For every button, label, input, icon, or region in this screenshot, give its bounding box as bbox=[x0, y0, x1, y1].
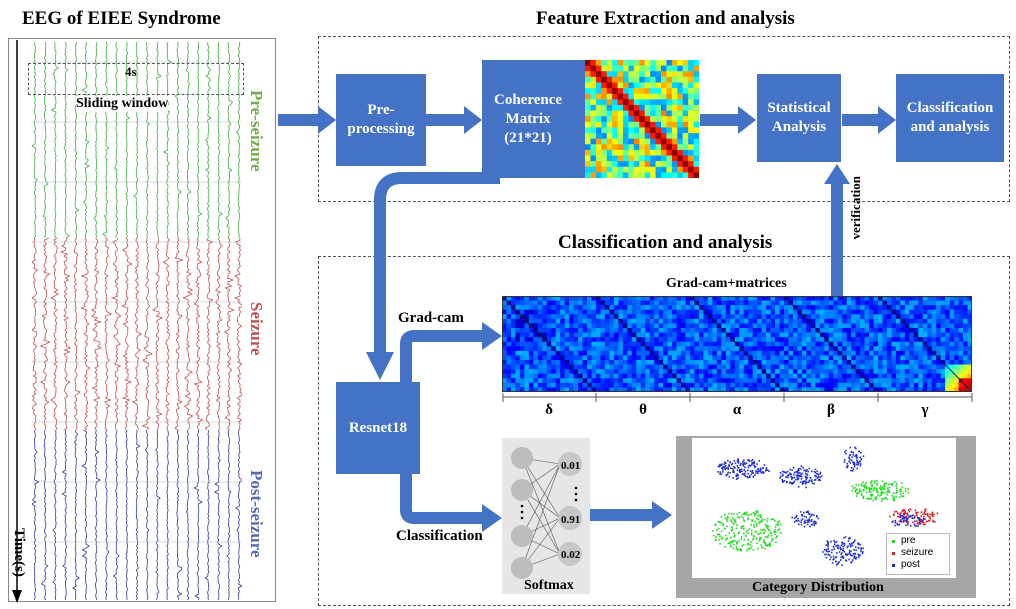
class-section-box bbox=[318, 256, 1010, 606]
softmax-value-1: 0.01 bbox=[561, 460, 581, 472]
verification-label: verification bbox=[848, 176, 863, 240]
legend-dot-seizure bbox=[892, 552, 895, 555]
arrow-coherence-to-resnet bbox=[366, 172, 500, 380]
legend-dot-post bbox=[892, 564, 895, 567]
time-axis-label: Time(s) bbox=[11, 528, 27, 577]
eeg-panel-title: EEG of EIEE Syndrome bbox=[22, 8, 221, 29]
gradcam-matrices-label: Grad-cam+matrices bbox=[666, 276, 787, 291]
input-arrow bbox=[278, 106, 336, 134]
band-label-alpha: α bbox=[732, 402, 742, 418]
feature-section-title: Feature Extraction and analysis bbox=[536, 8, 795, 29]
arrow-statistical-to-classification bbox=[842, 106, 896, 134]
preprocessing-label: Pre- processing bbox=[347, 102, 415, 137]
resnet18-box: Resnet18 bbox=[336, 382, 420, 474]
classification-label: Classification bbox=[396, 528, 483, 544]
eeg-traces bbox=[32, 42, 242, 601]
phase-label-seizure: Seizure bbox=[247, 302, 266, 356]
band-bracket bbox=[502, 393, 973, 402]
legend-label-seizure: seizure bbox=[901, 547, 934, 558]
gradcam-label: Grad-cam bbox=[398, 310, 464, 326]
verification-arrow bbox=[824, 164, 850, 298]
legend-label-pre: pre bbox=[901, 535, 916, 546]
arrow-resnet-to-softmax bbox=[400, 474, 502, 532]
resnet18-label: Resnet18 bbox=[348, 419, 408, 436]
classification-analysis-box: Classification and analysis bbox=[896, 74, 1004, 162]
gradcam-matrices-image bbox=[502, 296, 972, 392]
legend-dot-pre bbox=[892, 540, 895, 543]
band-label-gamma: γ bbox=[921, 402, 929, 418]
arrow-preprocessing-to-coherence bbox=[426, 106, 482, 134]
arrow-coherence-to-statistical bbox=[700, 106, 756, 134]
classification-analysis-label: Classification and analysis bbox=[906, 100, 994, 135]
phase-label-post: Post-seizure bbox=[247, 470, 266, 558]
softmax-label: Softmax bbox=[524, 578, 574, 593]
phase-label-pre: Pre-seizure bbox=[247, 90, 266, 172]
softmax-network bbox=[511, 447, 582, 579]
category-distribution-label: Category Distribution bbox=[752, 580, 884, 595]
band-label-delta: δ bbox=[545, 402, 553, 418]
coherence-box: Coherence Matrix (21*21) bbox=[482, 60, 586, 178]
window-length-label: 4s bbox=[125, 64, 137, 79]
eeg-panel bbox=[8, 38, 276, 602]
class-section-title: Classification and analysis bbox=[558, 232, 773, 253]
band-label-beta: β bbox=[827, 402, 835, 418]
distribution-legend: pre seizure post bbox=[886, 533, 950, 575]
band-label-theta: θ bbox=[639, 402, 647, 418]
preprocessing-box: Pre- processing bbox=[336, 74, 426, 166]
statistical-label: Statistical Analysis bbox=[767, 100, 831, 135]
time-axis-arrow bbox=[12, 40, 22, 603]
coherence-matrix-image bbox=[585, 60, 699, 178]
softmax-value-3: 0.02 bbox=[561, 549, 581, 561]
arrow-softmax-to-distribution bbox=[590, 501, 672, 529]
arrow-resnet-to-gradcam bbox=[400, 322, 502, 382]
softmax-value-2: 0.91 bbox=[561, 514, 581, 526]
sliding-window-label: Sliding window bbox=[76, 96, 169, 112]
coherence-label: Coherence Matrix (21*21) bbox=[494, 91, 563, 146]
legend-label-post: post bbox=[901, 559, 920, 570]
category-distribution-plot bbox=[692, 438, 956, 578]
statistical-box: Statistical Analysis bbox=[757, 74, 841, 162]
sliding-window bbox=[28, 63, 244, 95]
